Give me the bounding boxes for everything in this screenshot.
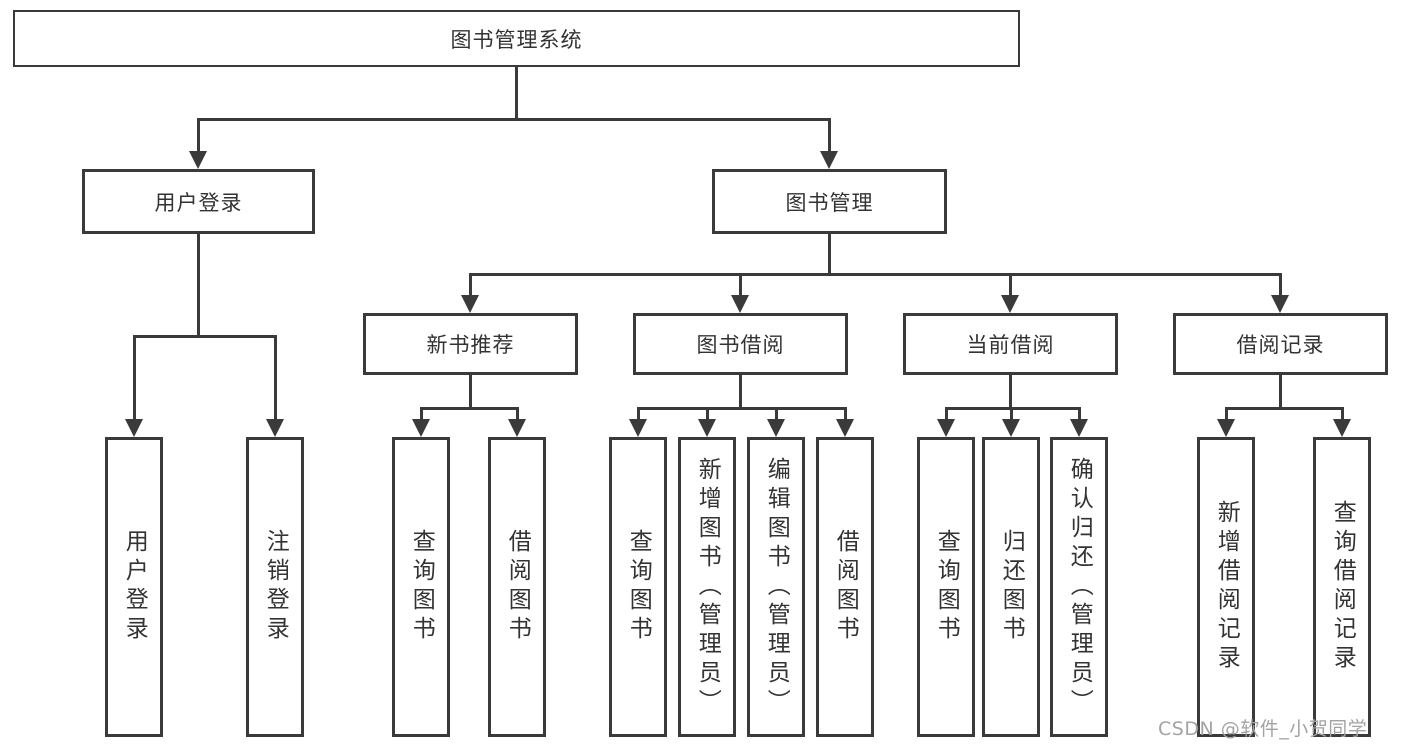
leaf-confirm-return-admin: 确认归还（管理员） [1050,437,1108,737]
arrow-down-icon [412,419,430,437]
arrow-down-icon [1001,295,1019,313]
connector-line [197,118,200,156]
connector-line [637,407,846,410]
node-current-borrow: 当前借阅 [903,313,1118,375]
arrow-down-icon [125,419,143,437]
connector-line [844,407,847,421]
arrow-down-icon [1217,419,1235,437]
leaf-query-book-borrow: 查询图书 [609,437,667,737]
leaf-return-book: 归还图书 [982,437,1040,737]
leaf-query-book-recommend-label: 查询图书 [408,529,435,645]
connector-line [1009,375,1012,409]
connector-line [516,407,519,421]
arrow-down-icon [1333,419,1351,437]
connector-line [1279,375,1282,409]
connector-line [828,118,831,156]
leaf-borrow-book-label: 借阅图书 [832,529,859,645]
connector-line [945,407,948,421]
node-user-login-label: 用户登录 [154,190,243,215]
node-current-borrow-label: 当前借阅 [966,333,1055,357]
connector-line [133,335,136,421]
arrow-down-icon [820,151,838,169]
connector-line [274,335,277,421]
leaf-logout-label: 注销登录 [262,529,289,645]
leaf-edit-book-admin-label: 编辑图书（管理员） [763,456,790,718]
node-new-book-recommend: 新书推荐 [363,313,578,375]
connector-line [1225,407,1228,421]
arrow-down-icon [508,419,526,437]
arrow-down-icon [1070,419,1088,437]
leaf-edit-book-admin: 编辑图书（管理员） [747,437,805,737]
leaf-borrow-book-recommend: 借阅图书 [488,437,546,737]
connector-line [197,234,200,338]
leaf-query-book-borrow-label: 查询图书 [625,529,652,645]
connector-line [739,375,742,409]
leaf-return-book-label: 归还图书 [998,529,1025,645]
connector-line [469,273,472,299]
leaf-add-borrow-record: 新增借阅记录 [1197,437,1255,737]
arrow-down-icon [937,419,955,437]
arrow-down-icon [1002,419,1020,437]
arrow-down-icon [266,419,284,437]
node-book-management: 图书管理 [712,169,947,234]
connector-line [637,407,640,421]
leaf-query-book-current-label: 查询图书 [933,529,960,645]
node-book-management-label: 图书管理 [785,190,874,215]
node-user-login: 用户登录 [82,169,315,234]
arrow-down-icon [189,151,207,169]
leaf-confirm-return-admin-label: 确认归还（管理员） [1066,456,1093,718]
connector-line [739,273,742,299]
node-root: 图书管理系统 [13,10,1020,67]
connector-line [133,335,277,338]
leaf-query-borrow-record-label: 查询借阅记录 [1329,500,1356,674]
node-new-book-recommend-label: 新书推荐 [426,333,515,357]
connector-line [828,234,831,276]
leaf-query-borrow-record: 查询借阅记录 [1313,437,1371,737]
leaf-logout: 注销登录 [246,437,304,737]
arrow-down-icon [836,419,854,437]
leaf-user-login-label: 用户登录 [121,529,148,645]
leaf-user-login: 用户登录 [105,437,163,737]
connector-line [1225,407,1343,410]
arrow-down-icon [731,295,749,313]
connector-line [1009,273,1012,299]
connector-line [1078,407,1081,421]
connector-line [1279,273,1282,299]
connector-line [706,407,709,421]
leaf-add-book-admin: 新增图书（管理员） [678,437,736,737]
connector-line [420,407,518,410]
connector-line [1010,407,1013,421]
leaf-add-book-admin-label: 新增图书（管理员） [694,456,721,718]
csdn-watermark: CSDN @软件_小贺同学 [1158,718,1368,740]
arrow-down-icon [1271,295,1289,313]
node-book-borrow-label: 图书借阅 [696,333,785,357]
leaf-borrow-book-recommend-label: 借阅图书 [504,529,531,645]
leaf-query-book-current: 查询图书 [917,437,975,737]
connector-line [775,407,778,421]
leaf-borrow-book: 借阅图书 [816,437,874,737]
leaf-query-book-recommend: 查询图书 [392,437,450,737]
connector-line [420,407,423,421]
arrow-down-icon [629,419,647,437]
connector-line [469,375,472,409]
leaf-add-borrow-record-label: 新增借阅记录 [1213,500,1240,674]
connector-line [515,67,518,120]
node-book-borrow: 图书借阅 [633,313,848,375]
connector-line [1341,407,1344,421]
node-root-label: 图书管理系统 [450,27,583,52]
connector-line [469,273,1281,276]
node-borrow-record: 借阅记录 [1173,313,1388,375]
arrow-down-icon [461,295,479,313]
connector-line [197,118,831,121]
arrow-down-icon [698,419,716,437]
node-borrow-record-label: 借阅记录 [1236,333,1325,357]
arrow-down-icon [767,419,785,437]
